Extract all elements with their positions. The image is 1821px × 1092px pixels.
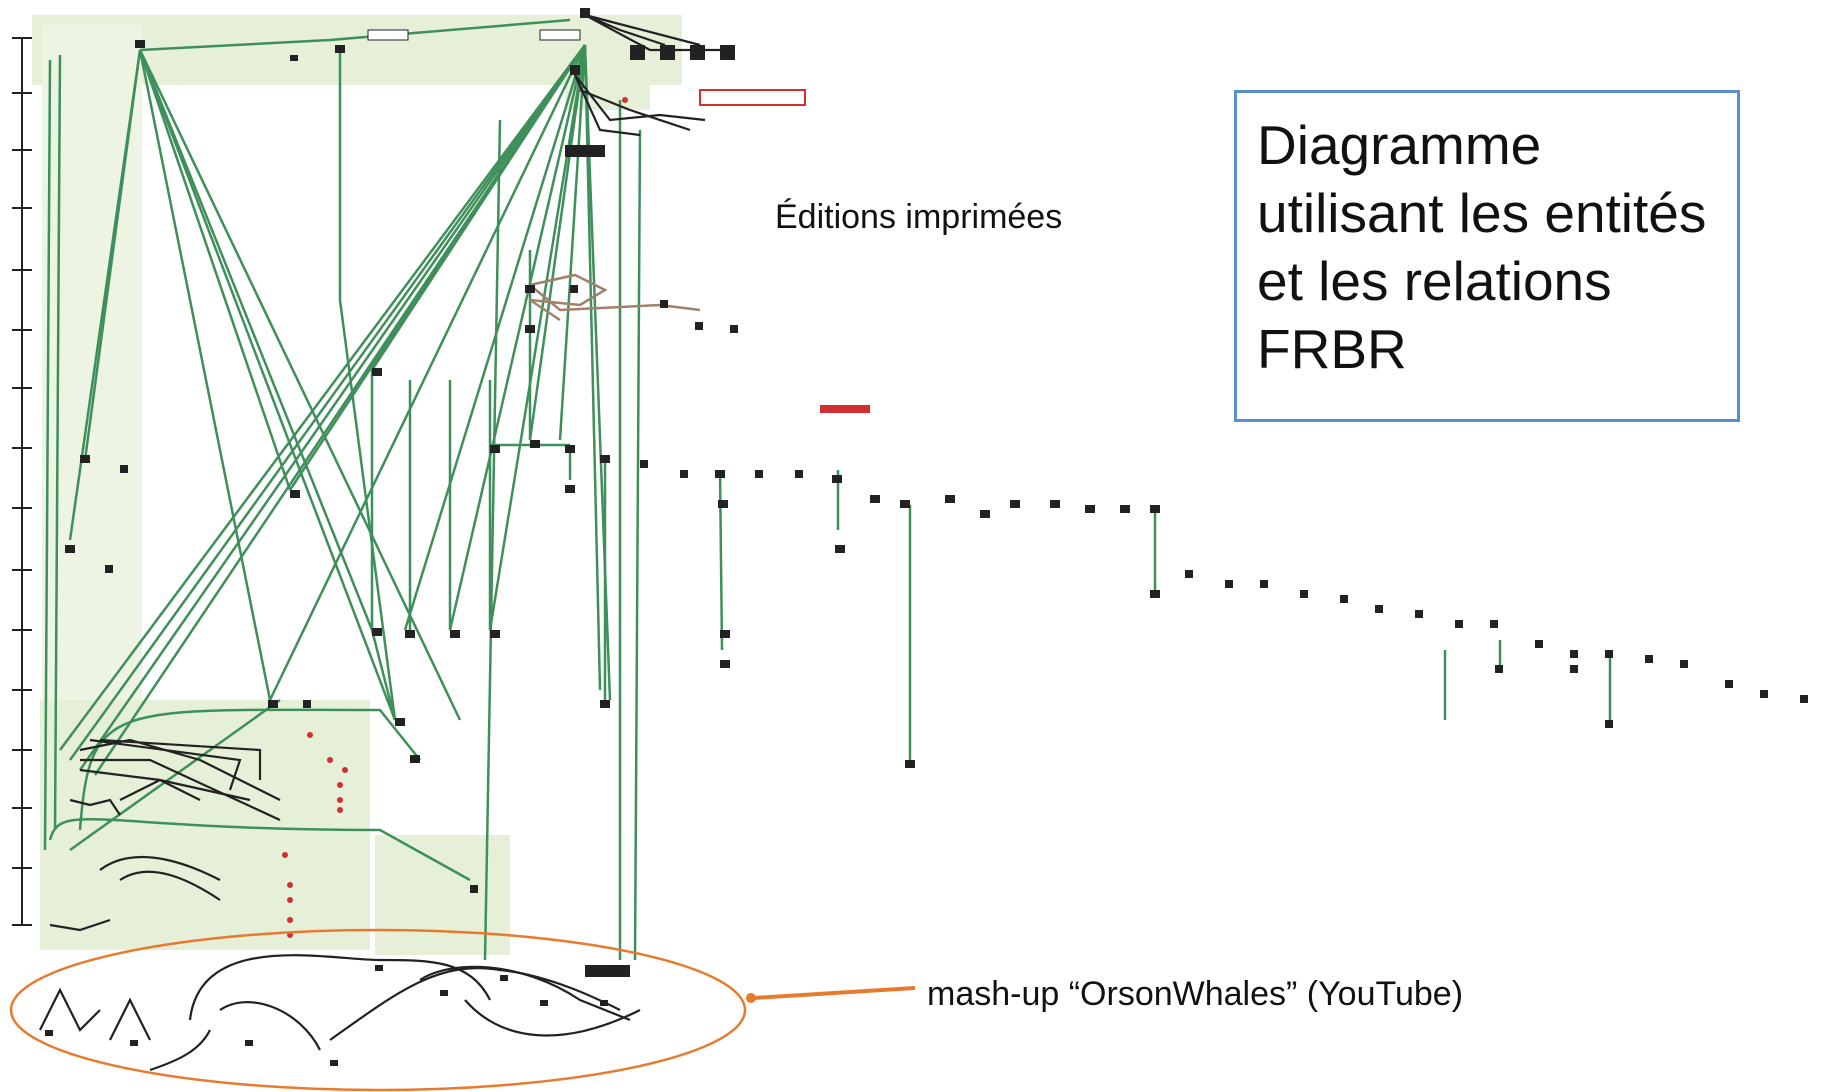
mashup-label: mash-up “OrsonWhales” (YouTube) [927,975,1464,1013]
dark-links [39,13,735,1072]
callout-box: Diagramme utilisant les entités et les r… [1234,90,1740,422]
mashup-ellipse [9,928,747,1092]
brown-links [529,273,701,322]
green-links [43,18,1612,961]
mashup-leader [752,986,916,1000]
tags [367,29,870,977]
bottom-right-panel [375,835,510,955]
timeline-axis [12,37,32,926]
printed-editions-label: Éditions imprimées [775,198,1063,236]
nodes [45,8,1808,1066]
mashup-leader-dot [746,993,756,1003]
callout-text: Diagramme utilisant les entités et les r… [1257,114,1707,380]
